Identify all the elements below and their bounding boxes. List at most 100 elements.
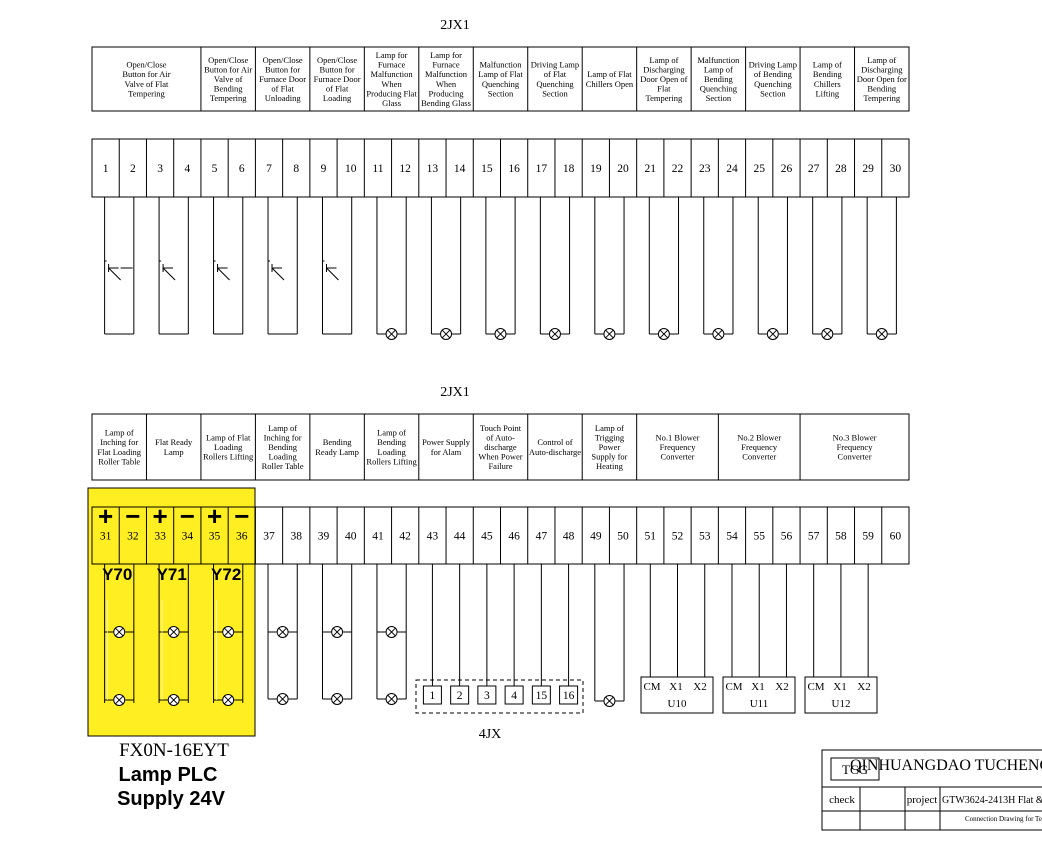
4jx-cell [422,685,442,705]
4jx-cell [559,685,579,705]
section-title: 2JX1 [440,18,470,33]
lamp-cross [877,329,886,339]
terminal-number: 22 [672,163,684,175]
4jx-cell [531,685,551,705]
converter-pin: CM [725,681,742,693]
converter-pin: X2 [693,681,706,693]
header-text: Button for Air [122,69,170,79]
converter-name: U10 [668,698,687,710]
header-row [91,413,910,481]
converter-pin: CM [643,681,660,693]
header-text: Bending [867,84,897,94]
header-text: Furnace Door [314,74,361,84]
switch-loop [158,197,189,335]
terminal-number: 45 [481,531,493,543]
4jx-cell-number: 16 [563,690,575,702]
terminal-number: 29 [862,163,874,175]
converter-pin: X2 [857,681,870,693]
lamp-icon [821,328,834,340]
polarity-sign: + [207,501,222,531]
lamp-icon [875,328,888,340]
section-title: 2JX1 [440,385,470,400]
header-text: Converter [661,452,695,462]
plc-output-label: Y70 [102,565,132,584]
converter-pin: CM [807,681,824,693]
lamp-icon [494,328,507,340]
plc-model: FX0N-16EYT [119,740,229,761]
plc-output-label: Y71 [157,565,187,584]
header-text: Valve of Flat [125,79,170,89]
lamp-loop [104,564,135,706]
header-text: Trigging [595,432,625,442]
terminal-number: 52 [672,531,684,543]
switch-blade [326,267,339,281]
header-text: of Flat [544,69,567,79]
lamp-cross [659,329,669,339]
header-text: Tempering [210,93,247,103]
terminal-number: 9 [321,163,327,175]
lamp-loop [376,564,407,705]
header-text: Bending Glass [421,98,471,108]
drawing-name: Connection Drawing for Tem [965,815,1042,823]
header-text: Unloading [265,93,302,103]
converter-pin: X1 [751,681,764,693]
terminal-number: 55 [753,531,765,543]
terminal-number: 40 [345,531,357,543]
header-text: Producing Flat [366,88,417,98]
lamp-icon [331,693,344,705]
terminal-number: 3 [157,163,163,175]
header-text: No.1 Blower [656,432,700,442]
lamp-icon [331,626,344,638]
header-text: for Alam [431,447,462,457]
header-text: Furnace [378,60,406,70]
header-text: Converter [742,452,776,462]
lamp-cross [332,627,342,637]
terminal-number: 48 [563,531,575,543]
lamp-icon [712,328,725,340]
lamp-icon [657,328,670,340]
header-text: discharge [484,442,517,452]
header-text: Frequency [660,442,697,452]
lamp-loop [594,564,625,707]
terminal-number: 49 [590,531,602,543]
terminal-number: 20 [617,163,629,175]
terminal-number: 33 [154,531,166,543]
terminal-number: 54 [726,531,738,543]
terminal-number: 14 [454,163,466,175]
terminal-number: 19 [590,163,602,175]
lamp-loop [376,197,407,340]
terminal-number: 6 [239,163,245,175]
terminal-number: 21 [645,163,657,175]
terminal-number: 32 [127,531,139,543]
terminal-number: 60 [890,531,902,543]
lamp-cross [387,627,396,637]
4jx-cell-number: 4 [511,690,517,702]
terminal-number: 18 [563,163,575,175]
header-text: No.2 Blower [737,432,781,442]
header-text: Open/Close [317,55,357,65]
header-text: No.3 Blower [833,432,877,442]
switch-blade [162,267,176,281]
4jx-cell [504,685,524,705]
terminal-number: 46 [508,531,520,543]
header-text: Loading [214,442,243,452]
4jx-cell-number: 3 [484,690,490,702]
header-text: Producing [429,88,465,98]
header-text: Lamp of Flat [587,69,632,79]
terminal-number: 35 [209,531,221,543]
header-text: Driving Lamp [531,60,579,70]
lamp-cross [496,329,505,339]
lamp-cross [605,696,614,706]
